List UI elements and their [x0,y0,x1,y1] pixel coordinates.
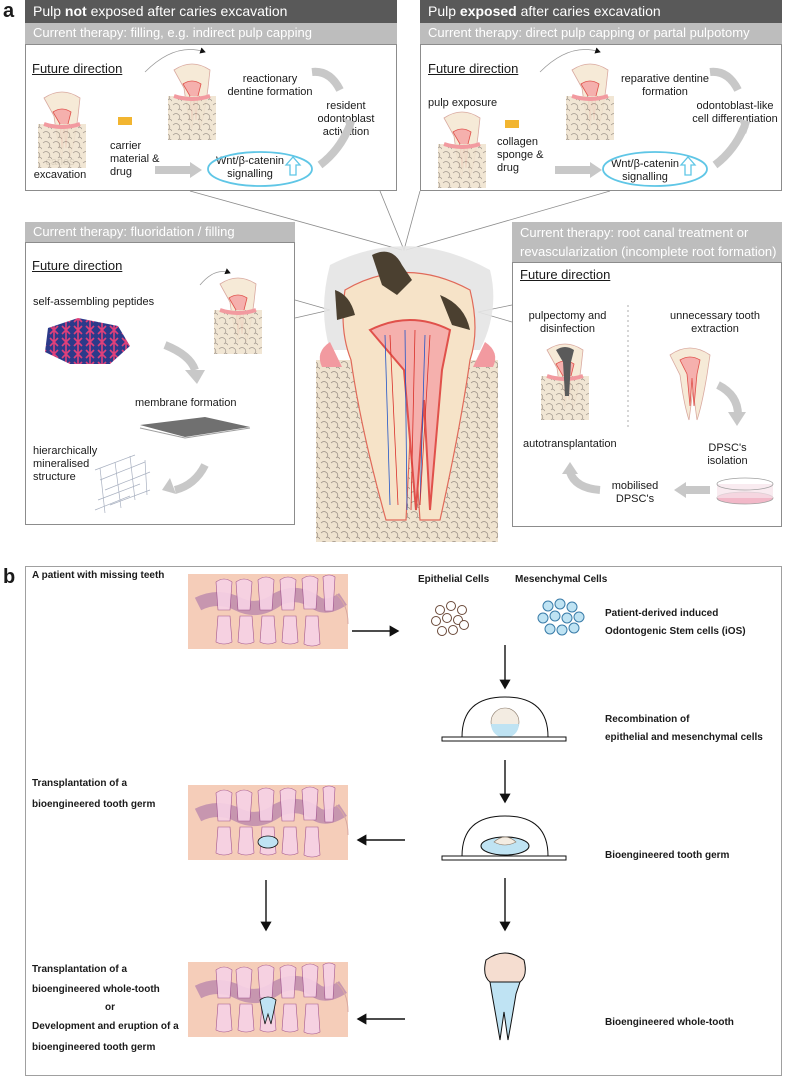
tooth-reactionary [166,62,218,142]
odontoblast-like-label: odontoblast-like cell differentiation [692,100,778,125]
header-text: Pulp [33,3,65,19]
whole-line1: Transplantation of a [32,964,128,975]
therapy-root-canal: Current therapy: root canal treatment or… [512,222,782,262]
panel-a-letter: a [3,0,15,22]
jaw-missing-teeth [188,574,348,649]
pulpectomy-label: pulpectomy and disinfection [528,310,607,335]
wnt-signalling-label: Wnt/β-catenin signalling [610,158,680,183]
membrane-sheet [140,417,250,437]
header-pulp-exposed: Pulp exposed after caries excavation [420,0,782,23]
ios-label-line1: Patient-derived induced [605,608,719,619]
dpsc-isolation-label: DPSC's isolation [707,442,748,467]
tooth-reparative [564,62,616,142]
tooth-pulp-exposure [436,110,488,190]
self-assembling-label: self-assembling peptides [33,296,155,308]
recomb-label-line2: epithelial and mesenchymal cells [605,732,763,743]
therapy-direct-capping: Current therapy: direct pulp capping or … [420,23,782,44]
patient-label: A patient with missing teeth [32,570,165,581]
mineralised-structure [94,454,151,514]
mesenchymal-cells [537,598,585,636]
future-direction-label: Future direction [32,258,123,273]
therapy-line-2: revascularization (incomplete root forma… [520,244,777,259]
extraction-label: unnecessary tooth extraction [670,310,760,335]
future-direction-label: Future direction [428,61,519,76]
collagen-sponge-label: collagen sponge & drug [497,136,544,174]
mesenchymal-label: Mesenchymal Cells [515,574,608,585]
bioengineered-whole-tooth [484,952,526,1041]
transplant-germ-line1: Transplantation of a [32,778,128,789]
tooth-fluoridation [212,276,264,356]
future-direction-label: Future direction [520,267,611,282]
mobilised-dpsc-label: mobilised DPSC's [611,480,659,505]
future-direction-label: Future direction [32,61,123,76]
whole-tooth-label: Bioengineered whole-tooth [605,1017,734,1028]
recombination-dome [441,696,567,742]
wnt-signalling-label: Wnt/β-catenin signalling [215,155,285,180]
whole-line2: bioengineered whole-tooth [32,984,160,995]
transplant-germ-line2: bioengineered tooth germ [32,799,156,810]
hierarchical-structure-label: hierarchically mineralised structure [33,445,98,483]
recomb-label-line1: Recombination of [605,714,690,725]
germ-label: Bioengineered tooth germ [605,850,730,861]
header-pulp-not-exposed: Pulp not exposed after caries excavation [25,0,397,23]
peptide-network [45,318,130,364]
panel-b-letter: b [3,566,16,588]
carrier-material-pad [118,117,132,125]
header-bold-text: not [64,3,87,19]
whole-or: or [105,1002,115,1013]
pulp-exposure-label: pulp exposure [428,97,498,109]
epithelial-label: Epithelial Cells [418,574,490,585]
header-text-end: after caries excavation [516,3,661,19]
reparative-dentine-label: reparative dentine formation [620,73,710,98]
central-tooth-illustration [316,246,498,542]
tooth-germ-dome [441,815,567,861]
header-text-end: exposed after caries excavation [86,3,288,19]
membrane-formation-label: membrane formation [135,397,237,409]
tooth-caries-excavation [36,90,88,170]
whole-line3: Development and eruption of a [32,1021,179,1032]
autotransplantation-label: autotransplantation [523,438,617,450]
whole-line4: bioengineered tooth germ [32,1042,156,1053]
epithelial-cells [431,601,469,636]
box-panel-b [25,566,782,1076]
jaw-whole-tooth [188,962,348,1037]
collagen-sponge-pad [505,120,519,128]
therapy-filling: Current therapy: filling, e.g. indirect … [25,23,397,44]
petri-dish [716,477,774,505]
carrier-material-label: carrier material & drug [110,140,160,178]
header-bold-text: exposed [459,3,517,19]
ios-label-line2: Odontogenic Stem cells (iOS) [605,626,746,637]
therapy-line-1: Current therapy: root canal treatment or [520,225,749,240]
tooth-extraction [669,347,711,421]
header-text: Pulp [428,3,460,19]
tooth-pulpectomy [539,342,591,422]
therapy-fluoridation: Current therapy: fluoridation / filling [25,222,295,242]
reactionary-dentine-label: reactionary dentine formation [227,73,313,98]
jaw-transplant-germ [188,785,348,860]
